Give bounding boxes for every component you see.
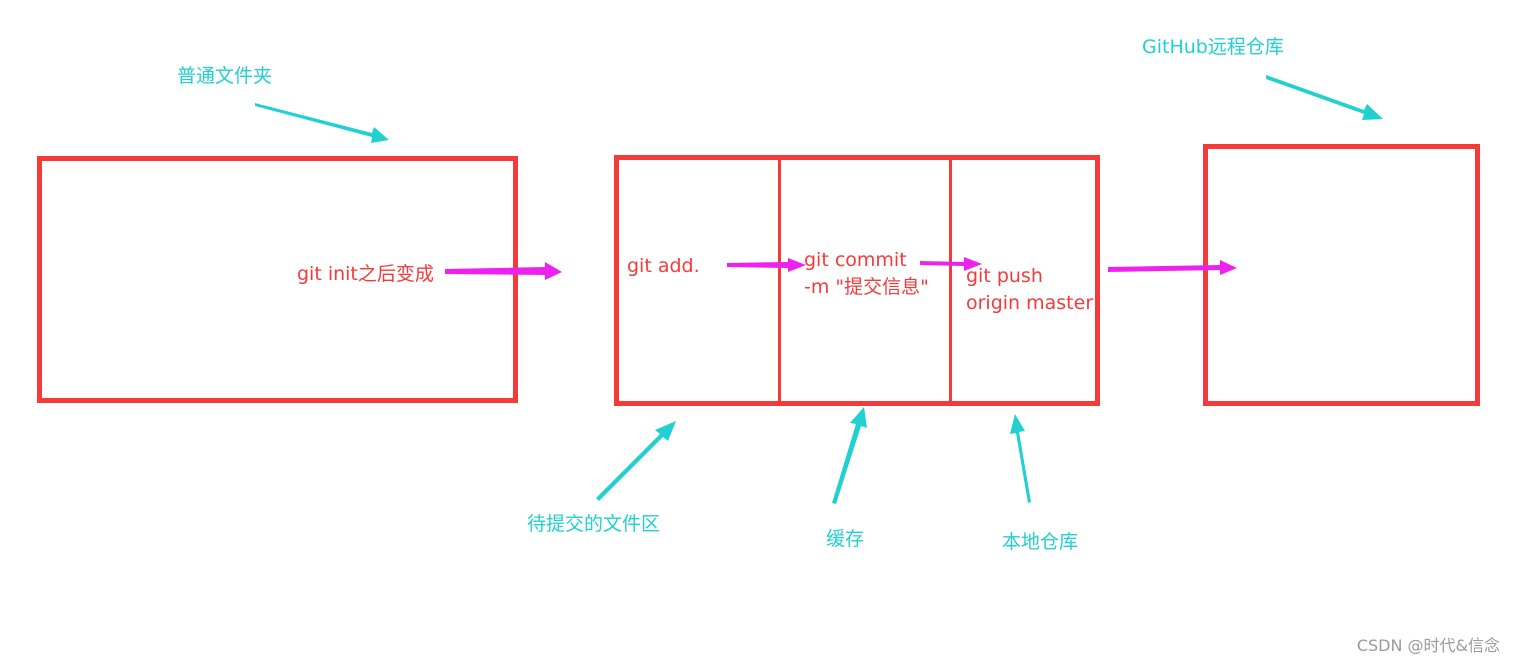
local-repo-annotation: 本地仓库 — [1002, 531, 1079, 553]
init-arrow — [445, 262, 562, 280]
cache-repo-divider — [949, 160, 952, 401]
staging-cache-divider — [778, 160, 781, 401]
git-commit-label: git commit — [804, 249, 907, 271]
cache-annotation: 缓存 — [826, 528, 865, 550]
git-init-label: git init之后变成 — [297, 263, 434, 285]
github-remote-annotation: GitHub远程仓库 — [1142, 36, 1284, 58]
watermark: CSDN @时代&信念 — [1356, 636, 1500, 655]
github-remote-box — [1203, 144, 1480, 406]
local-repo-pointer-arrow — [1010, 414, 1031, 503]
push-arrow — [1108, 260, 1237, 275]
git-push-remote-label: origin master — [966, 292, 1094, 314]
staging-files-annotation: 待提交的文件区 — [527, 513, 661, 535]
plain-folder-annotation: 普通文件夹 — [177, 65, 273, 87]
git-commit-message-label: -m "提交信息" — [804, 276, 929, 298]
commit-arrow — [920, 257, 982, 271]
git-add-label: git add. — [627, 255, 700, 277]
git-push-label: git push — [966, 265, 1043, 287]
plain-folder-box — [37, 156, 518, 403]
cache-pointer-arrow — [832, 407, 867, 504]
local-git-box — [614, 155, 1100, 406]
staging-pointer-arrow — [596, 421, 676, 501]
add-arrow — [727, 258, 806, 272]
github-pointer-arrow — [1266, 75, 1383, 120]
plain-folder-pointer-arrow — [255, 103, 389, 143]
